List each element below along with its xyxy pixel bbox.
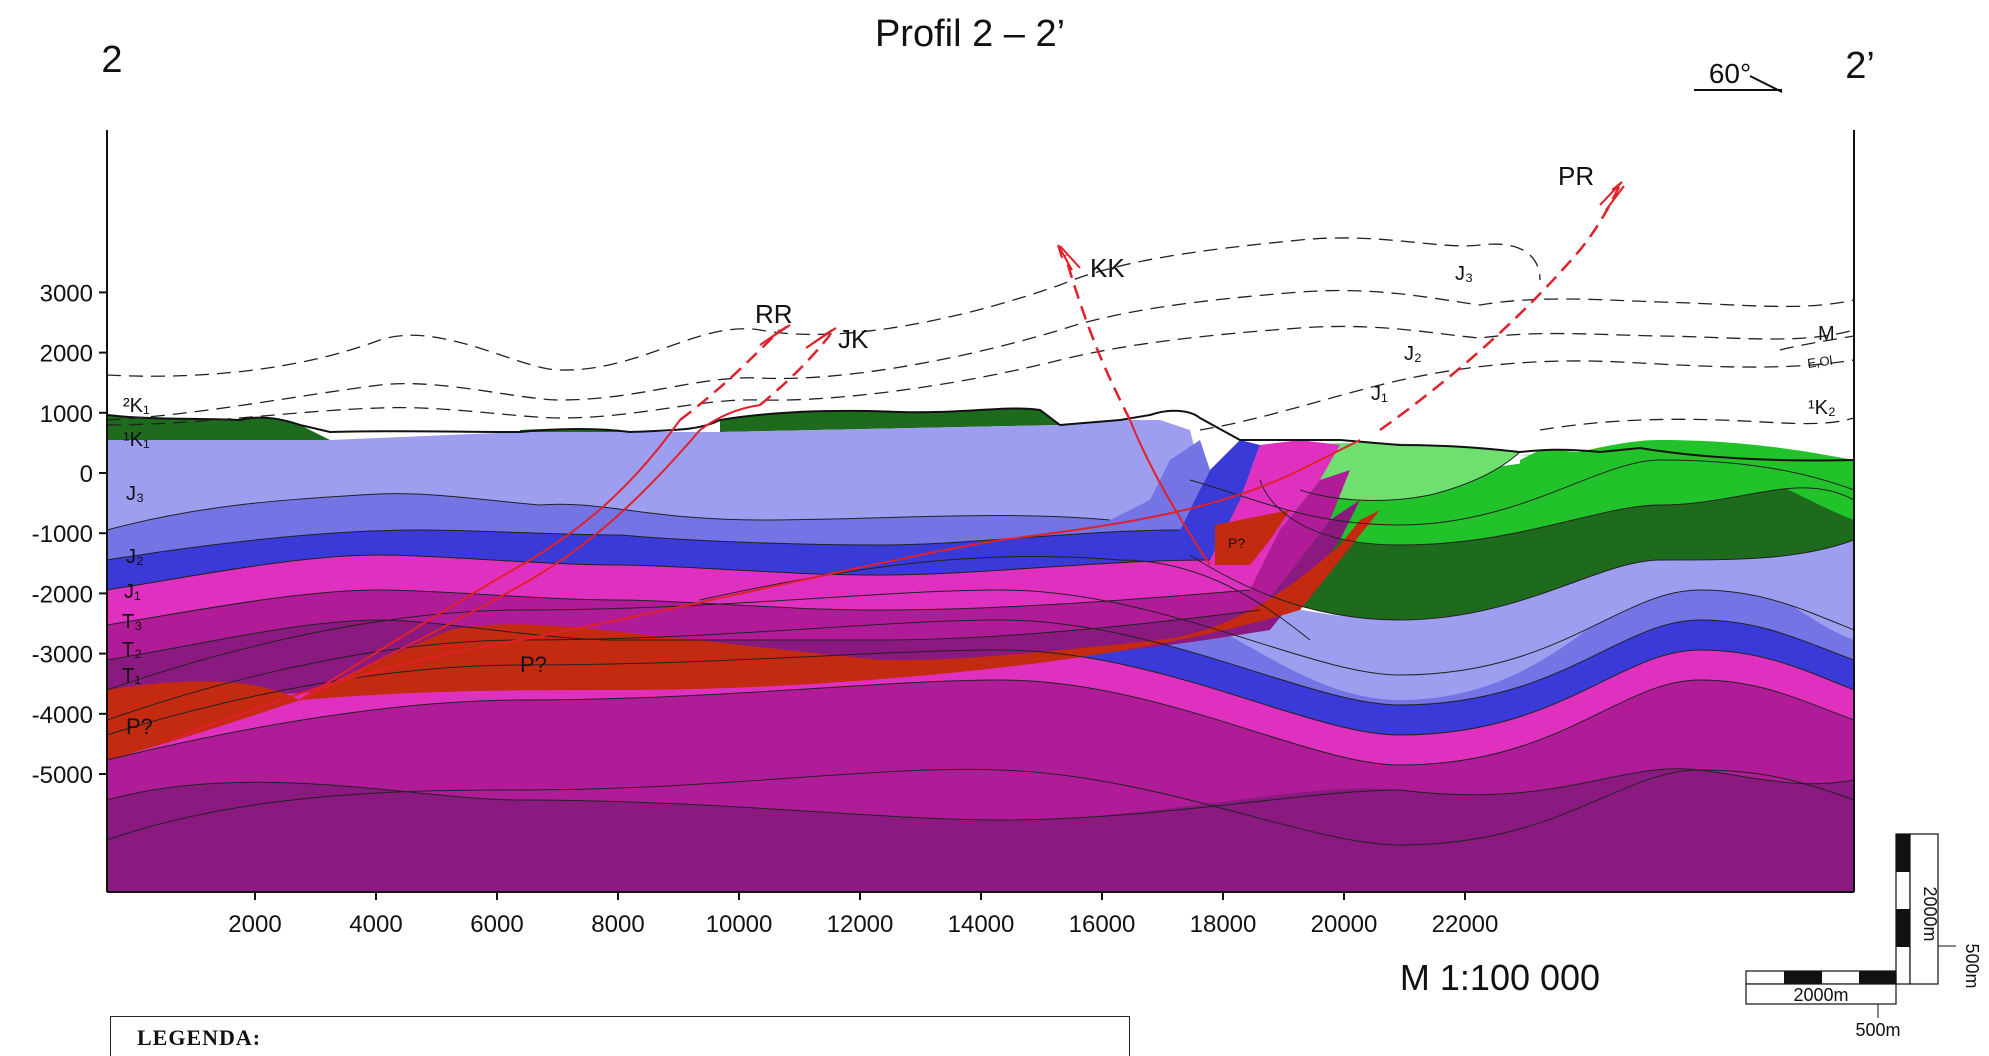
- layer-k1-dark-mid2: [720, 408, 1060, 432]
- y-tick-label: 2000: [40, 341, 93, 368]
- unit-label-t3: T₃: [122, 611, 142, 633]
- layer-j3-upper: [107, 420, 1200, 530]
- unit-label-j2-air: J₂: [1404, 343, 1422, 365]
- x-tick-label: 12000: [827, 911, 894, 938]
- fault-label-kk: KK: [1090, 253, 1125, 283]
- x-tick-label: 16000: [1069, 911, 1136, 938]
- scale-label: M 1:100 000: [1400, 957, 1600, 998]
- y-tick-label: 1000: [40, 401, 93, 428]
- fault-pr-dashed: [1379, 184, 1622, 432]
- fault-kk-dashed: [1063, 254, 1132, 421]
- fault-rr-solid: [299, 419, 681, 701]
- unit-label-k1-upper: ²K₁: [123, 395, 150, 417]
- layer-permian-small: [1215, 510, 1290, 565]
- x-axis-ticks: 2000 4000 6000 8000 10000 12000 14000 16000 1800…: [228, 892, 1498, 938]
- layer-j1-upper: [107, 440, 1260, 590]
- layer-k-bright-top: [1520, 448, 1854, 520]
- faults: [169, 184, 1622, 741]
- unit-label-j3: J₃: [126, 483, 144, 505]
- unit-label-t2: T₂: [122, 639, 142, 661]
- unit-label-j1: J₁: [124, 581, 141, 603]
- layer-t2-upper: [107, 470, 1350, 660]
- profile-start-label: 2: [101, 39, 122, 81]
- arrow-rr: [759, 324, 791, 346]
- unit-label-eol-air: E,Ol: [1806, 353, 1833, 371]
- y-tick-label: 0: [80, 461, 93, 488]
- y-tick-label: -3000: [32, 642, 93, 669]
- y-axis-ticks: 3000 2000 1000 0 -1000 -2000 -3000 -4000 -5000: [32, 280, 107, 789]
- horizontal-scale-minor: 500m: [1855, 1020, 1900, 1040]
- x-tick-label: 18000: [1190, 911, 1257, 938]
- layer-k-light-green: [1300, 442, 1520, 501]
- layer-k1-bright-right: [1260, 440, 1854, 545]
- unit-label-p-mid: P?: [520, 652, 547, 677]
- unit-label-k1-lower: ¹K₁: [123, 429, 150, 451]
- layer-permian-mid: [300, 510, 1380, 700]
- vertical-scale-bar: 2000m 500m: [1895, 833, 1982, 989]
- layer-permian-left: [107, 681, 300, 760]
- unit-label-k2-air: ¹K₂: [1808, 397, 1836, 419]
- layer-t2-deep: [107, 680, 1854, 820]
- x-tick-label: 4000: [349, 911, 402, 938]
- x-tick-label: 6000: [470, 911, 523, 938]
- unit-labels: ²K₁ ¹K₁ J₃ J₂ J₁ T₃ T₂ T₁ P? P? P? J₃ J₂…: [122, 263, 1836, 739]
- vertical-scale-minor: 500m: [1962, 943, 1982, 988]
- topographic-surface: [106, 407, 1855, 462]
- title-block: Profil 2 – 2’ 2 2’ 60°: [101, 13, 1875, 93]
- y-tick-label: -5000: [32, 762, 93, 789]
- layer-j3-right: [1190, 540, 1854, 700]
- layer-k1-dark-left: [107, 415, 330, 440]
- fault-jk-solid: [299, 404, 761, 701]
- fault-kk-solid: [1129, 419, 1211, 566]
- fault-label-jk: JK: [838, 324, 869, 354]
- fault-labels: RR JK KK PR: [755, 161, 1594, 354]
- layer-j2-upper: [107, 440, 1210, 560]
- y-tick-label: 3000: [40, 280, 93, 307]
- fault-label-pr: PR: [1558, 161, 1594, 191]
- profile-end-label: 2’: [1845, 45, 1875, 87]
- fault-arrows: [759, 181, 1625, 349]
- y-tick-label: -2000: [32, 581, 93, 608]
- x-tick-label: 22000: [1432, 911, 1499, 938]
- x-tick-label: 14000: [948, 911, 1015, 938]
- y-tick-label: -4000: [32, 702, 93, 729]
- fault-jk-dashed: [759, 334, 831, 406]
- x-tick-label: 10000: [706, 911, 773, 938]
- dip-symbol: 60°: [1694, 58, 1783, 93]
- legend-box: LEGENDA:: [110, 1016, 1130, 1056]
- unit-label-j2: J₂: [126, 546, 144, 568]
- vertical-scale-label: 2000m: [1920, 886, 1940, 941]
- arrow-kk: [1057, 244, 1081, 271]
- unit-label-t1: T₁: [122, 665, 141, 687]
- scale-bar: 2000m 500m 2000m 500m: [1745, 833, 1982, 1040]
- legend-title: LEGENDA:: [137, 1025, 262, 1050]
- x-tick-label: 2000: [228, 911, 281, 938]
- horizontal-scale-bar: 2000m 500m: [1745, 970, 1901, 1040]
- x-tick-label: 20000: [1311, 911, 1378, 938]
- horizontal-scale-label: 2000m: [1793, 985, 1848, 1005]
- eroded-strata: [107, 237, 1854, 431]
- unit-label-p-small: P?: [1228, 535, 1245, 551]
- cross-section: [107, 408, 1854, 892]
- x-tick-label: 8000: [591, 911, 644, 938]
- fault-rr-dashed: [679, 329, 781, 421]
- unit-label-j1-air: J₁: [1371, 383, 1388, 405]
- arrow-jk: [805, 327, 837, 349]
- unit-label-m-air: M: [1818, 323, 1835, 345]
- dip-angle-label: 60°: [1709, 58, 1751, 89]
- arrow-pr: [1599, 181, 1625, 211]
- fault-label-rr: RR: [755, 299, 793, 329]
- layer-t3-upper: [107, 440, 1340, 625]
- unit-label-j3-air: J₃: [1455, 263, 1473, 285]
- thrust-fault-main: [169, 439, 1361, 741]
- unit-label-p-left: P?: [126, 714, 153, 739]
- profile-title: Profil 2 – 2’: [875, 13, 1065, 55]
- y-tick-label: -1000: [32, 521, 93, 548]
